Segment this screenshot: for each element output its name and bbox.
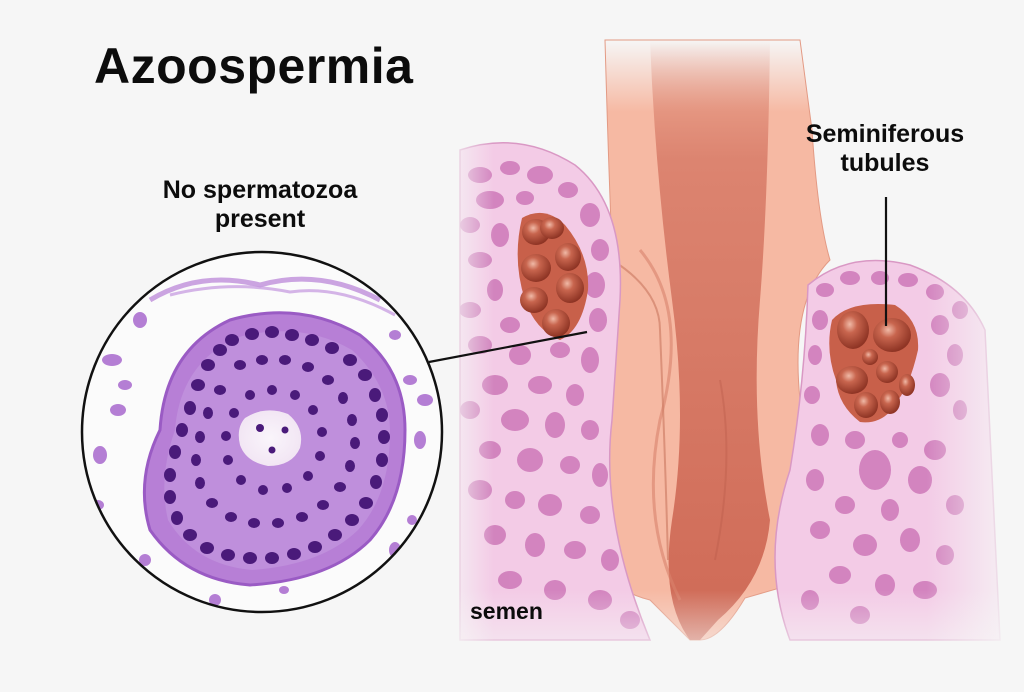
inset-caption-line2: present — [214, 204, 306, 233]
inset-circle-border — [80, 250, 444, 614]
left-tissue-lobe — [440, 130, 652, 650]
inset-caption: No spermatozoa present — [120, 176, 400, 234]
tubules-label-line2: tubules — [840, 148, 930, 177]
central-duct — [590, 39, 831, 641]
semen-label: semen — [470, 598, 543, 624]
diagram-title: Azoospermia — [94, 38, 414, 94]
tubules-label-line1: Seminiferous — [805, 120, 965, 148]
histology-inset — [80, 250, 444, 614]
inset-leader-line — [428, 330, 588, 364]
inset-caption-line1: No spermatozoa — [162, 176, 358, 204]
seminiferous-tubules-label: Seminiferous tubules — [770, 120, 1000, 178]
right-tissue-lobe — [774, 250, 1024, 650]
